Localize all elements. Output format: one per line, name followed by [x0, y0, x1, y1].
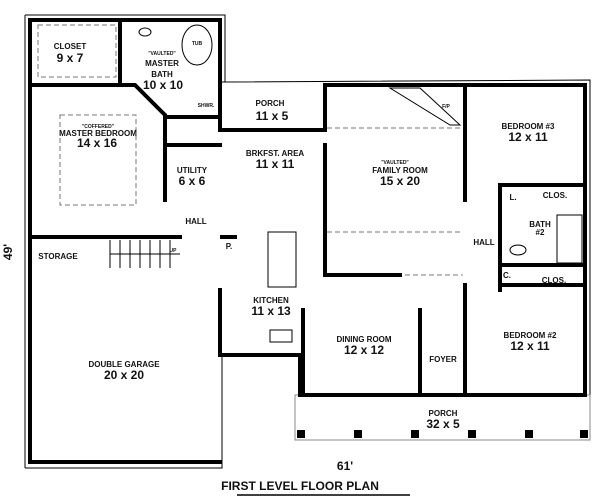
family-room-note: "VAULTED"	[381, 160, 409, 166]
sink-icon	[138, 27, 152, 37]
bathtub-icon	[556, 214, 583, 264]
storage-label: STORAGE	[38, 252, 78, 261]
fixtures	[138, 24, 583, 343]
bath2-name1: BATH	[529, 220, 551, 229]
dining-size: 12 x 12	[344, 343, 384, 357]
brkfst-label: BRKFST. AREA	[246, 149, 305, 158]
utility-label: UTILITY	[177, 166, 208, 175]
utility-size: 6 x 6	[179, 174, 206, 188]
closet-size: 9 x 7	[57, 51, 84, 65]
master-bath-size: 10 x 10	[143, 78, 183, 92]
brkfst-size: 11 x 11	[256, 157, 295, 171]
coat-closet-label: C.	[503, 271, 511, 280]
tub-icon	[181, 24, 213, 66]
family-room-label: FAMILY ROOM	[372, 166, 428, 175]
porch-posts	[297, 430, 588, 438]
kitchen-sink-icon	[269, 329, 293, 343]
hall-right-label: HALL	[473, 238, 494, 247]
master-bedroom-size: 14 x 16	[77, 136, 117, 150]
stairs	[109, 240, 180, 268]
bath2-name2: #2	[536, 228, 545, 237]
master-bath-name1: MASTER	[145, 59, 179, 68]
garage-size: 20 x 20	[104, 368, 144, 382]
stairs-up-label: UP	[170, 248, 178, 254]
dining-label: DINING ROOM	[336, 335, 391, 344]
master-bedroom-label: MASTER BEDROOM	[59, 129, 137, 138]
shower-label: SHWR.	[198, 103, 215, 109]
ceiling-lines	[37, 24, 463, 276]
foyer-label: FOYER	[429, 355, 457, 364]
hall-left-label: HALL	[185, 217, 206, 226]
plan-title: FIRST LEVEL FLOOR PLAN	[221, 479, 379, 493]
porch-rear-label: PORCH	[256, 99, 285, 108]
porch-front-size: 32 x 5	[426, 417, 460, 431]
closet-top-label: CLOS.	[543, 191, 567, 200]
closet-label: CLOSET	[54, 42, 87, 51]
bedroom2-size: 12 x 11	[510, 339, 550, 353]
master-bath-name2: BATH	[151, 70, 173, 79]
bath2-sink-icon	[509, 244, 527, 256]
linen-label: L.	[509, 193, 516, 202]
garage-label: DOUBLE GARAGE	[88, 360, 160, 369]
kitchen-size: 11 x 13	[251, 304, 291, 318]
porch-front-label: PORCH	[429, 409, 458, 418]
outline	[24, 14, 591, 469]
tub-label: TUB	[192, 41, 203, 47]
width-dimension: 61'	[337, 459, 353, 473]
master-bath-note: "VAULTED"	[148, 51, 176, 57]
family-room-size: 15 x 20	[380, 174, 420, 188]
walls	[28, 18, 587, 464]
fireplace-icon	[388, 87, 462, 126]
bedroom3-size: 12 x 11	[508, 130, 548, 144]
closet-bottom-label: CLOS.	[542, 276, 566, 285]
bedroom2-label: BEDROOM #2	[504, 331, 557, 340]
fireplace-label: F/P	[442, 104, 450, 110]
master-bedroom-note: "COFFERED"	[82, 124, 115, 130]
bedroom3-label: BEDROOM #3	[502, 122, 555, 131]
island-icon	[267, 231, 297, 288]
pantry-label: P.	[226, 242, 233, 251]
kitchen-label: KITCHEN	[253, 296, 289, 305]
depth-dimension: 49'	[1, 244, 15, 260]
porch-rear-size: 11 x 5	[256, 109, 289, 123]
